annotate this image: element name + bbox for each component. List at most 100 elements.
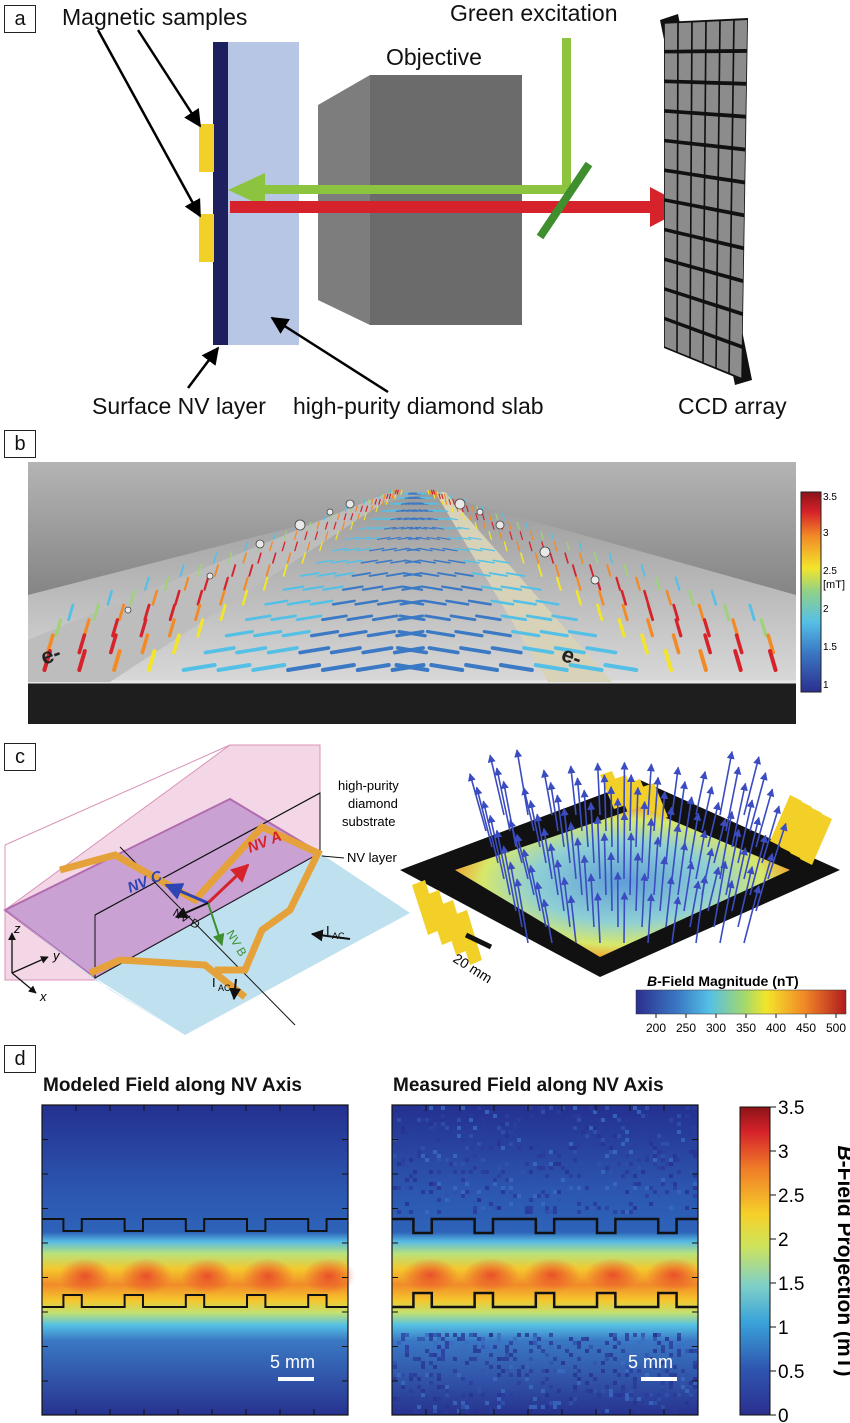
noise-pixel <box>541 1190 545 1194</box>
field-arrow <box>702 618 711 638</box>
ccd-pixel <box>732 182 745 214</box>
field-arrow <box>286 663 322 672</box>
noise-pixel <box>549 1150 553 1154</box>
noise-pixel <box>549 1333 553 1337</box>
noise-pixel <box>573 1341 577 1345</box>
noise-pixel <box>517 1146 521 1150</box>
field-arrow <box>367 526 380 530</box>
noise-pixel <box>509 1190 513 1194</box>
noise-pixel <box>541 1381 545 1385</box>
noise-pixel <box>661 1154 665 1158</box>
colorbar-d-tick-label: 0 <box>778 1406 789 1423</box>
noise-pixel <box>533 1118 537 1122</box>
field-arrow <box>227 552 233 564</box>
field-arrow <box>335 531 339 541</box>
field-arrow <box>462 559 481 564</box>
field-arrow <box>505 572 526 577</box>
ccd-pixel <box>720 52 733 82</box>
noise-pixel <box>625 1162 629 1166</box>
noise-pixel <box>625 1210 629 1214</box>
field-arrow <box>216 663 252 672</box>
noise-pixel <box>517 1138 521 1142</box>
field-arrow <box>431 502 440 505</box>
noise-pixel <box>393 1142 397 1146</box>
noise-pixel <box>437 1333 441 1337</box>
field-arrow <box>448 526 461 530</box>
noise-pixel <box>433 1186 437 1190</box>
field-arrow <box>163 576 170 591</box>
noise-pixel <box>625 1337 629 1341</box>
noise-pixel <box>433 1126 437 1130</box>
noise-pixel <box>633 1174 637 1178</box>
noise-pixel <box>501 1170 505 1174</box>
noise-pixel <box>605 1114 609 1118</box>
field-vector <box>554 859 565 912</box>
noise-pixel <box>481 1345 485 1349</box>
noise-pixel <box>577 1369 581 1373</box>
noise-pixel <box>473 1409 477 1413</box>
field-vector <box>755 788 775 848</box>
field-arrow <box>370 499 374 505</box>
field-arrow <box>390 517 402 521</box>
noise-pixel <box>633 1385 637 1389</box>
field-arrow <box>431 526 445 530</box>
noise-pixel <box>501 1401 505 1405</box>
ccd-pixel <box>664 53 678 80</box>
electron-marker <box>124 606 132 614</box>
noise-pixel <box>689 1393 693 1397</box>
field-arrow <box>424 614 451 622</box>
field-arrow <box>606 564 612 577</box>
field-arrow <box>112 649 122 672</box>
nv-layer-label: NV layer <box>347 850 398 865</box>
noise-pixel <box>621 1126 625 1130</box>
noise-pixel <box>553 1150 557 1154</box>
noise-pixel <box>445 1110 449 1114</box>
noise-pixel <box>561 1106 565 1110</box>
noise-pixel <box>433 1409 437 1413</box>
panel-a-illustration <box>96 14 752 394</box>
noise-pixel <box>493 1178 497 1182</box>
noise-pixel <box>633 1142 637 1146</box>
field-vector <box>743 885 761 944</box>
field-arrow <box>317 572 337 577</box>
noise-pixel <box>421 1337 425 1341</box>
noise-pixel <box>509 1393 513 1397</box>
field-arrow <box>440 517 452 521</box>
noise-pixel <box>661 1361 665 1365</box>
noise-pixel <box>497 1397 501 1401</box>
field-vector <box>646 817 655 880</box>
field-arrow <box>468 513 472 521</box>
noise-pixel <box>541 1154 545 1158</box>
panel-d-colorbar-ticks: 3.532.521.510.50 <box>770 1098 804 1423</box>
noise-pixel <box>581 1337 585 1341</box>
noise-pixel <box>645 1393 649 1397</box>
field-arrow <box>282 585 305 591</box>
noise-pixel <box>669 1158 673 1162</box>
field-arrow <box>416 536 430 541</box>
noise-pixel <box>437 1158 441 1162</box>
noise-pixel <box>437 1182 441 1186</box>
noise-pixel <box>397 1186 401 1190</box>
substrate-label-1: high-purity <box>338 778 399 793</box>
noise-pixel <box>661 1389 665 1393</box>
modeled-hotspot <box>59 1258 111 1294</box>
noise-pixel <box>553 1162 557 1166</box>
noise-pixel <box>585 1381 589 1385</box>
red-beam <box>230 201 655 213</box>
noise-pixel <box>433 1118 437 1122</box>
field-arrow <box>516 541 521 552</box>
noise-pixel <box>569 1186 573 1190</box>
noise-pixel <box>549 1166 553 1170</box>
ccd-pixel <box>692 83 705 112</box>
noise-pixel <box>513 1122 517 1126</box>
field-arrow <box>433 509 444 512</box>
noise-pixel <box>665 1190 669 1194</box>
noise-pixel <box>633 1405 637 1409</box>
noise-pixel <box>545 1194 549 1198</box>
field-arrow <box>385 509 396 512</box>
noise-pixel <box>677 1337 681 1341</box>
noise-pixel <box>573 1114 577 1118</box>
noise-pixel <box>445 1158 449 1162</box>
ccd-pixel <box>692 53 705 81</box>
colorbar-c-tick-label: 300 <box>706 1021 726 1035</box>
